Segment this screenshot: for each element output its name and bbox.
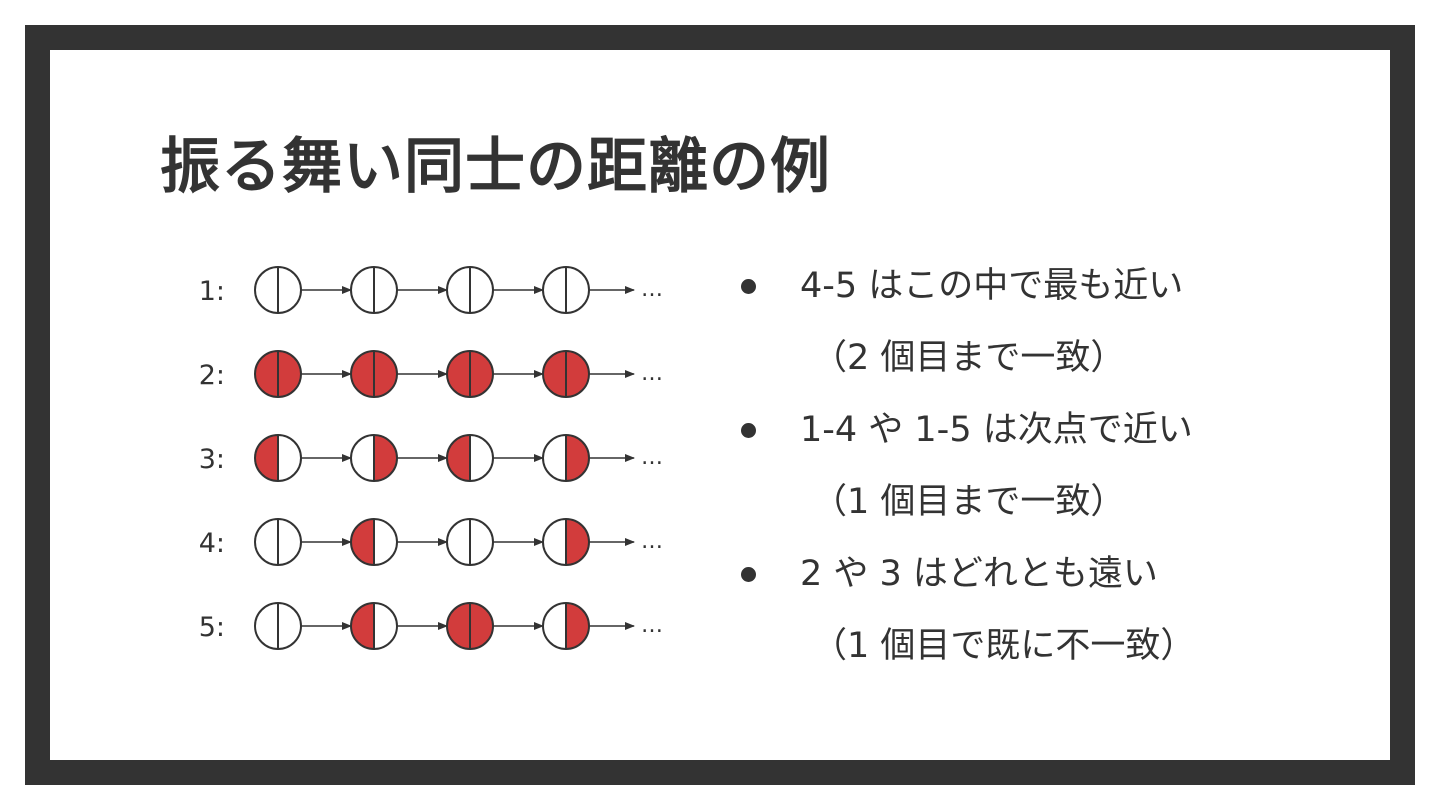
- node-left-half: [351, 603, 374, 649]
- node-right-half: [374, 435, 397, 481]
- node-right-half: [566, 351, 589, 397]
- node-right-half: [374, 351, 397, 397]
- ellipsis: …: [641, 277, 663, 302]
- node-right-half: [566, 435, 589, 481]
- bullet-item: 4-5 はこの中で最も近い （2 個目まで一致）: [735, 250, 1355, 394]
- ellipsis: …: [641, 529, 663, 554]
- bullet-subtext: （1 個目まで一致）: [812, 482, 1126, 522]
- slide-title: 振る舞い同士の距離の例: [160, 132, 831, 202]
- node-left-half: [543, 519, 566, 565]
- row-label: 4:: [199, 528, 225, 559]
- ellipsis: …: [641, 445, 663, 470]
- node-right-half: [278, 519, 301, 565]
- node-left-half: [447, 435, 470, 481]
- row-label: 5:: [199, 612, 225, 643]
- node-right-half: [470, 351, 493, 397]
- node-left-half: [447, 267, 470, 313]
- node-left-half: [255, 267, 278, 313]
- row-label: 3:: [199, 444, 225, 475]
- node-right-half: [278, 351, 301, 397]
- node-left-half: [447, 351, 470, 397]
- node-right-half: [566, 603, 589, 649]
- node-right-half: [374, 519, 397, 565]
- bullet-item: 2 や 3 はどれとも遠い （1 個目で既に不一致）: [735, 538, 1355, 682]
- node-left-half: [351, 267, 374, 313]
- node-left-half: [255, 435, 278, 481]
- behavior-diagram: 1: … 2: … 3: … 4: … 5: …: [199, 266, 663, 650]
- ellipsis: …: [641, 361, 663, 386]
- node-right-half: [470, 519, 493, 565]
- node-right-half: [278, 603, 301, 649]
- bullet-text: 1-4 や 1-5 は次点で近い: [800, 410, 1193, 450]
- node-left-half: [255, 351, 278, 397]
- node-right-half: [278, 267, 301, 313]
- node-right-half: [566, 267, 589, 313]
- node-right-half: [470, 603, 493, 649]
- bullet-dot-icon: [741, 279, 756, 294]
- node-right-half: [470, 435, 493, 481]
- node-left-half: [543, 435, 566, 481]
- node-right-half: [470, 267, 493, 313]
- row-label: 1:: [199, 276, 225, 307]
- node-left-half: [255, 519, 278, 565]
- node-right-half: [374, 267, 397, 313]
- node-left-half: [543, 603, 566, 649]
- ellipsis: …: [641, 613, 663, 638]
- bullet-dot-icon: [741, 423, 756, 438]
- node-left-half: [543, 351, 566, 397]
- node-left-half: [351, 351, 374, 397]
- node-left-half: [255, 603, 278, 649]
- node-right-half: [278, 435, 301, 481]
- bullet-list: 4-5 はこの中で最も近い （2 個目まで一致） 1-4 や 1-5 は次点で近…: [735, 250, 1355, 682]
- node-right-half: [566, 519, 589, 565]
- bullet-dot-icon: [741, 567, 756, 582]
- node-left-half: [447, 603, 470, 649]
- node-left-half: [447, 519, 470, 565]
- node-left-half: [351, 435, 374, 481]
- node-left-half: [351, 519, 374, 565]
- bullet-text: 4-5 はこの中で最も近い: [800, 266, 1184, 306]
- node-left-half: [543, 267, 566, 313]
- bullet-item: 1-4 や 1-5 は次点で近い （1 個目まで一致）: [735, 394, 1355, 538]
- bullet-subtext: （1 個目で既に不一致）: [812, 626, 1196, 666]
- node-right-half: [374, 603, 397, 649]
- bullet-text: 2 や 3 はどれとも遠い: [800, 554, 1158, 594]
- bullet-subtext: （2 個目まで一致）: [812, 338, 1126, 378]
- row-label: 2:: [199, 360, 225, 391]
